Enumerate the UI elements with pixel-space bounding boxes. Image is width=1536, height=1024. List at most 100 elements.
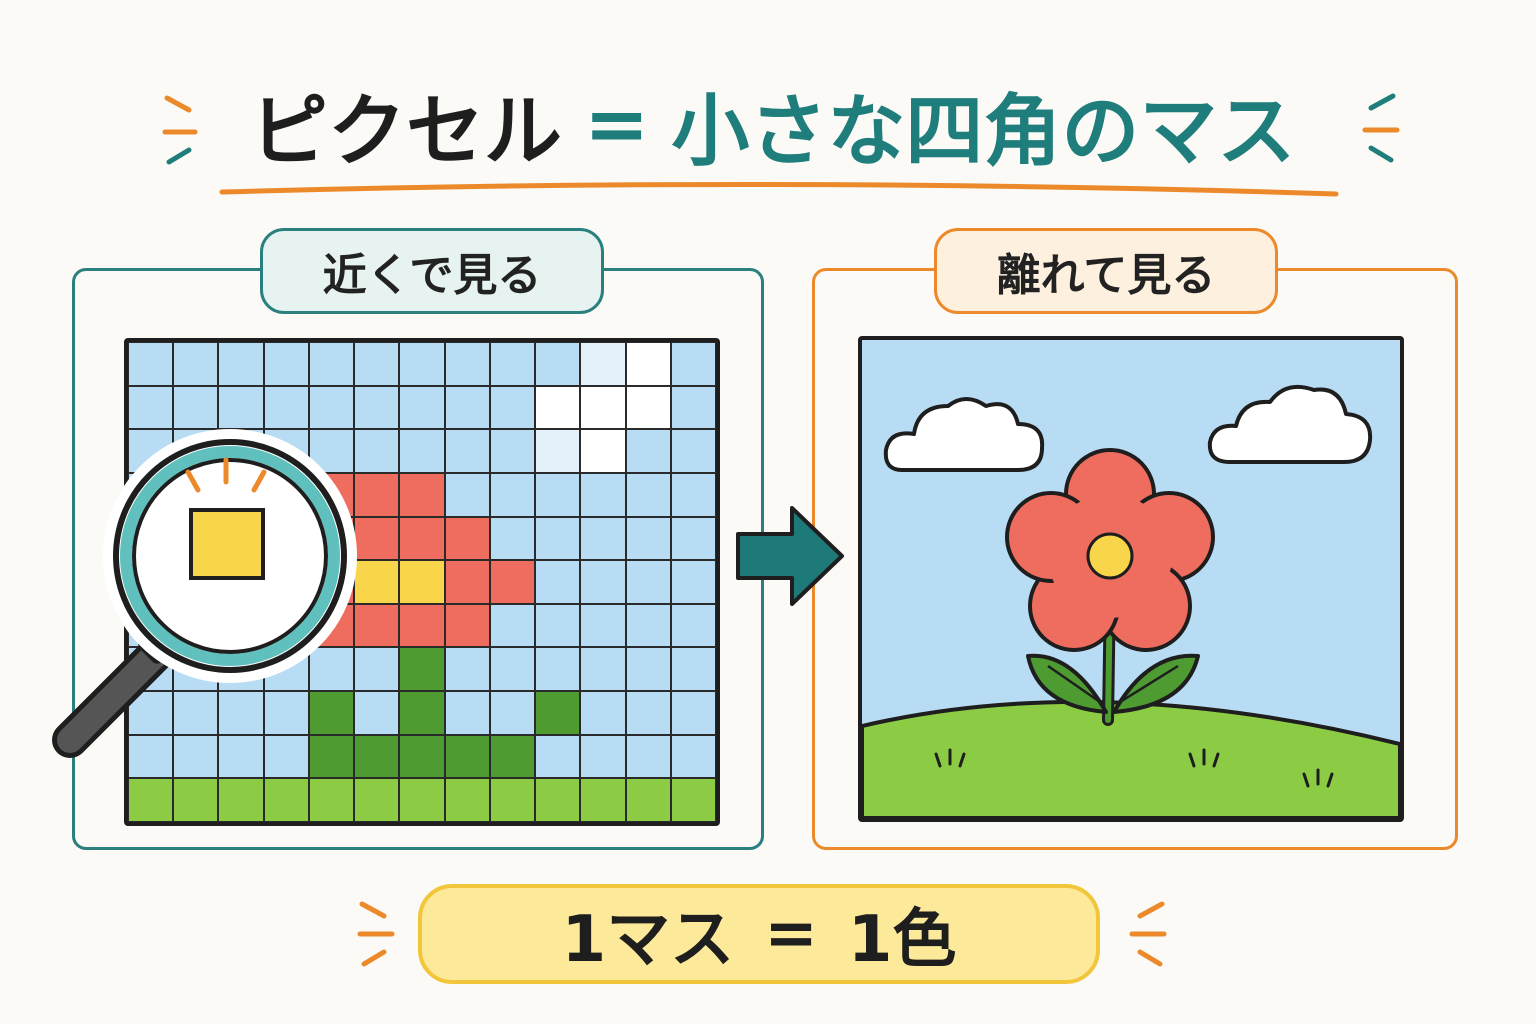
- pixel-cell: [354, 472, 400, 517]
- sparkle-lines-icon: [162, 95, 198, 165]
- pixel-cell: [173, 691, 219, 735]
- summary-one-color: 1色: [847, 903, 957, 977]
- pixel-cell: [218, 691, 264, 735]
- pixel-cell: [399, 560, 445, 604]
- pixel-cell: [399, 516, 445, 561]
- pixel-cell: [399, 603, 445, 648]
- pixel-cell: [489, 560, 536, 604]
- pixel-cell: [535, 385, 581, 430]
- pixel-cell: [625, 691, 671, 735]
- pixel-cell: [625, 734, 671, 779]
- pixel-cell: [308, 691, 355, 735]
- pixel-cell: [535, 560, 581, 604]
- pixel-cell: [444, 516, 490, 561]
- arrow-right-icon: [736, 506, 844, 606]
- pixel-cell: [444, 691, 490, 735]
- pixel-cell: [399, 429, 445, 473]
- pixel-cell: [308, 342, 355, 386]
- pixel-cell: [308, 385, 355, 430]
- pixel-cell: [580, 385, 626, 430]
- pixel-cell: [535, 603, 581, 648]
- title-underline: [219, 181, 1339, 197]
- pixel-cell: [444, 778, 490, 822]
- pixel-cell: [173, 734, 219, 779]
- pixel-cell: [580, 691, 626, 735]
- pixel-cell: [580, 472, 626, 517]
- pixel-cell: [128, 385, 174, 430]
- pixel-cell: [354, 560, 400, 604]
- pixel-cell: [354, 603, 400, 648]
- pixel-cell: [580, 429, 626, 473]
- pixel-cell: [625, 516, 671, 561]
- pixel-cell: [173, 385, 219, 430]
- pixel-cell: [489, 342, 536, 386]
- pixel-cell: [625, 342, 671, 386]
- pixel-cell: [263, 691, 309, 735]
- pixel-cell: [670, 429, 716, 473]
- pixel-cell: [580, 560, 626, 604]
- pixel-cell: [263, 734, 309, 779]
- pixel-cell: [535, 734, 581, 779]
- pixel-cell: [489, 691, 536, 735]
- pixel-cell: [399, 691, 445, 735]
- pixel-cell: [218, 778, 264, 822]
- pixel-cell: [625, 647, 671, 692]
- pixel-cell: [670, 647, 716, 692]
- pixel-cell: [399, 342, 445, 386]
- pixel-cell: [670, 516, 716, 561]
- pixel-cell: [489, 385, 536, 430]
- pixel-cell: [535, 472, 581, 517]
- pixel-cell: [444, 647, 490, 692]
- pixel-cell: [399, 734, 445, 779]
- pixel-cell: [354, 691, 400, 735]
- pixel-cell: [354, 516, 400, 561]
- pixel-cell: [670, 691, 716, 735]
- pixel-cell: [625, 472, 671, 517]
- magnifier-icon: [52, 429, 357, 758]
- sparkle-lines-icon: [1362, 93, 1400, 163]
- pixel-cell: [535, 647, 581, 692]
- pixel-cell: [625, 429, 671, 473]
- pixel-cell: [580, 647, 626, 692]
- pixel-cell: [444, 603, 490, 648]
- smooth-image-frame: [858, 336, 1404, 822]
- cloud-left: [883, 397, 1045, 472]
- pixel-cell: [128, 734, 174, 779]
- pixel-cell: [444, 472, 490, 517]
- pixel-cell: [444, 385, 490, 430]
- pixel-cell: [354, 647, 400, 692]
- summary-equals: =: [764, 897, 818, 971]
- far-view-label: 離れて見る: [934, 228, 1278, 314]
- smooth-flower-scene: [862, 340, 1400, 818]
- pixel-cell: [399, 385, 445, 430]
- pixel-cell: [308, 778, 355, 822]
- pixel-cell: [128, 778, 174, 822]
- pixel-cell: [670, 385, 716, 430]
- pixel-cell: [535, 778, 581, 822]
- pixel-cell: [580, 516, 626, 561]
- pixel-cell: [670, 342, 716, 386]
- close-view-label: 近くで見る: [260, 228, 604, 314]
- pixel-cell: [625, 560, 671, 604]
- title-pixel: ピクセル: [250, 87, 563, 177]
- pixel-cell: [489, 734, 536, 779]
- pixel-cell: [354, 734, 400, 779]
- pixel-cell: [489, 778, 536, 822]
- pixel-cell: [173, 342, 219, 386]
- pixel-cell: [489, 516, 536, 561]
- sparkle-lines-icon: [1129, 901, 1167, 967]
- summary-badge: 1マス = 1色: [418, 884, 1100, 984]
- flower: [1005, 448, 1215, 652]
- pixel-cell: [580, 603, 626, 648]
- grass-tufts: [934, 748, 1334, 788]
- cloud-right: [1207, 385, 1373, 464]
- sparkle-lines-icon: [357, 901, 395, 967]
- pixel-cell: [670, 734, 716, 779]
- pixel-cell: [489, 472, 536, 517]
- pixel-cell: [218, 734, 264, 779]
- pixel-cell: [625, 385, 671, 430]
- pixel-cell: [308, 647, 355, 692]
- pixel-cell: [444, 429, 490, 473]
- pixel-cell: [489, 429, 536, 473]
